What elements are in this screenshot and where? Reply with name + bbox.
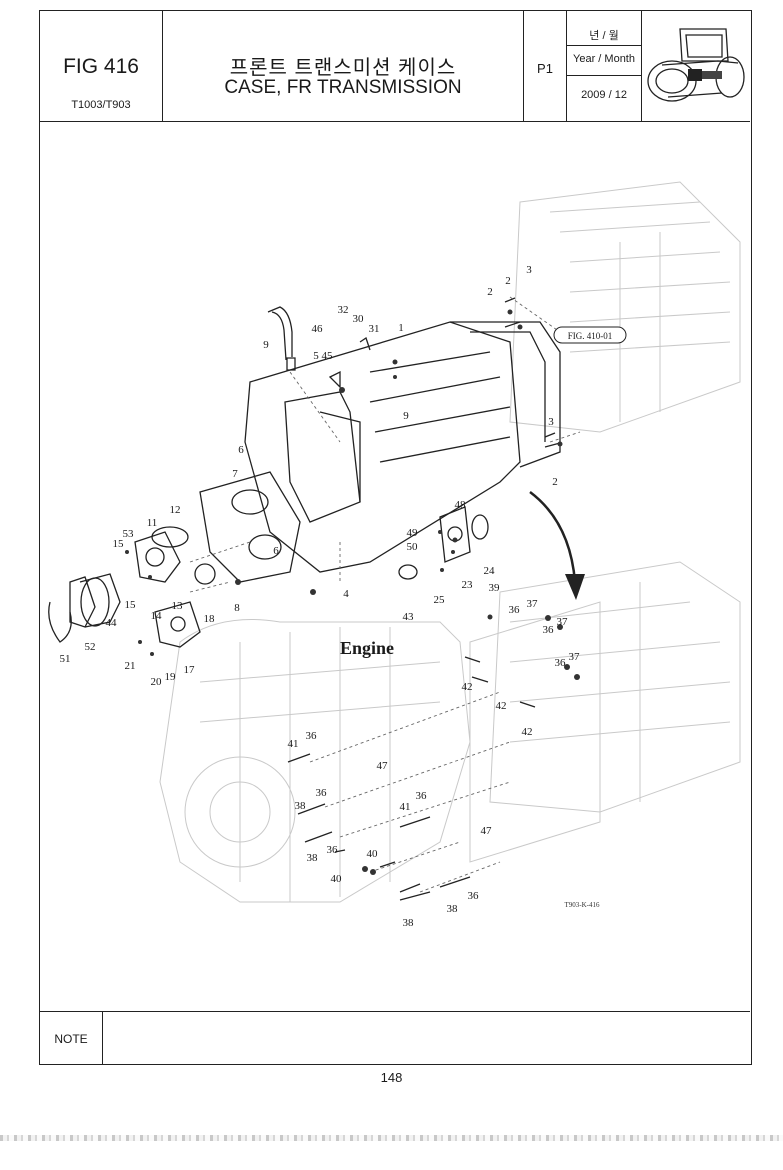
model-code: T1003/T903 [71, 99, 131, 111]
svg-text:12: 12 [170, 504, 181, 516]
year-month-cell: 년 / 월 Year / Month 2009 / 12 [567, 11, 642, 121]
svg-text:37: 37 [527, 598, 539, 610]
page-code: P1 [537, 61, 553, 76]
svg-text:40: 40 [367, 848, 379, 860]
svg-text:24: 24 [484, 565, 496, 577]
divider [567, 45, 641, 46]
title-block: FIG 416 T1003/T903 프론트 트랜스미션 케이스 CASE, F… [40, 11, 750, 122]
svg-text:31: 31 [369, 323, 380, 335]
svg-text:3: 3 [548, 416, 554, 428]
svg-text:32: 32 [338, 304, 349, 316]
svg-text:5: 5 [313, 350, 319, 362]
svg-text:9: 9 [263, 339, 269, 351]
svg-text:6: 6 [238, 444, 244, 456]
svg-text:53: 53 [123, 528, 135, 540]
svg-text:3: 3 [526, 264, 532, 276]
title-english: CASE, FR TRANSMISSION [224, 77, 462, 98]
reference-label: FIG. 410-01 [568, 331, 613, 341]
fig-cell: FIG 416 T1003/T903 [40, 11, 163, 121]
svg-text:14: 14 [151, 610, 163, 622]
svg-text:48: 48 [455, 499, 467, 511]
note-label: NOTE [40, 1012, 103, 1065]
date-value: 2009 / 12 [581, 89, 627, 101]
svg-text:43: 43 [403, 611, 415, 623]
divider [567, 75, 641, 76]
svg-text:37: 37 [569, 651, 581, 663]
parts-sheet: FIG 416 T1003/T903 프론트 트랜스미션 케이스 CASE, F… [39, 10, 752, 1065]
svg-text:38: 38 [447, 903, 459, 915]
svg-text:36: 36 [306, 730, 318, 742]
svg-text:46: 46 [312, 323, 324, 335]
svg-text:18: 18 [204, 613, 216, 625]
svg-text:40: 40 [331, 873, 343, 885]
year-month-label: Year / Month [573, 53, 635, 65]
svg-text:49: 49 [407, 527, 419, 539]
svg-text:21: 21 [125, 660, 136, 672]
engine-label: Engine [340, 638, 394, 658]
svg-text:41: 41 [400, 801, 411, 813]
svg-text:36: 36 [316, 787, 328, 799]
svg-text:36: 36 [555, 657, 567, 669]
year-month-korean: 년 / 월 [589, 30, 619, 42]
svg-text:51: 51 [60, 653, 71, 665]
svg-text:47: 47 [377, 760, 389, 772]
svg-text:9: 9 [403, 410, 409, 422]
note-row: NOTE [40, 1011, 750, 1065]
svg-text:4: 4 [343, 588, 349, 600]
page-code-cell: P1 [524, 11, 567, 121]
tractor-icon [647, 28, 745, 102]
svg-text:42: 42 [496, 700, 507, 712]
svg-text:52: 52 [85, 641, 96, 653]
svg-text:38: 38 [307, 852, 319, 864]
fig-number: FIG 416 [63, 55, 139, 78]
svg-text:36: 36 [416, 790, 428, 802]
svg-text:47: 47 [481, 825, 493, 837]
svg-text:42: 42 [522, 726, 533, 738]
svg-text:2: 2 [505, 275, 511, 287]
svg-text:15: 15 [125, 599, 137, 611]
svg-text:11: 11 [147, 517, 158, 529]
page-number: 148 [380, 1070, 403, 1085]
svg-text:17: 17 [184, 664, 196, 676]
svg-text:25: 25 [434, 594, 446, 606]
svg-text:37: 37 [557, 616, 569, 628]
title-cell: 프론트 트랜스미션 케이스 CASE, FR TRANSMISSION [163, 11, 524, 121]
svg-text:38: 38 [295, 800, 307, 812]
svg-text:42: 42 [462, 681, 473, 693]
svg-text:19: 19 [165, 671, 177, 683]
svg-text:44: 44 [106, 617, 118, 629]
scan-artifact [0, 1135, 783, 1141]
drawing-code: T903-K-416 [565, 901, 600, 909]
svg-text:13: 13 [172, 600, 184, 612]
svg-text:38: 38 [403, 917, 415, 929]
svg-text:36: 36 [327, 844, 339, 856]
svg-text:36: 36 [543, 624, 555, 636]
svg-text:15: 15 [113, 538, 125, 550]
svg-text:41: 41 [288, 738, 299, 750]
svg-text:8: 8 [234, 602, 240, 614]
svg-text:7: 7 [232, 468, 238, 480]
svg-text:20: 20 [151, 676, 163, 688]
svg-text:30: 30 [353, 313, 365, 325]
svg-text:39: 39 [489, 582, 501, 594]
svg-text:36: 36 [468, 890, 480, 902]
svg-text:50: 50 [407, 541, 419, 553]
svg-text:1: 1 [398, 322, 404, 334]
svg-text:36: 36 [509, 604, 521, 616]
logo-cell [642, 11, 750, 121]
svg-text:23: 23 [462, 579, 474, 591]
svg-text:2: 2 [552, 476, 558, 488]
svg-text:45: 45 [322, 350, 334, 362]
svg-text:2: 2 [487, 286, 493, 298]
title-korean: 프론트 트랜스미션 케이스 [229, 57, 457, 79]
svg-text:6: 6 [273, 545, 279, 557]
